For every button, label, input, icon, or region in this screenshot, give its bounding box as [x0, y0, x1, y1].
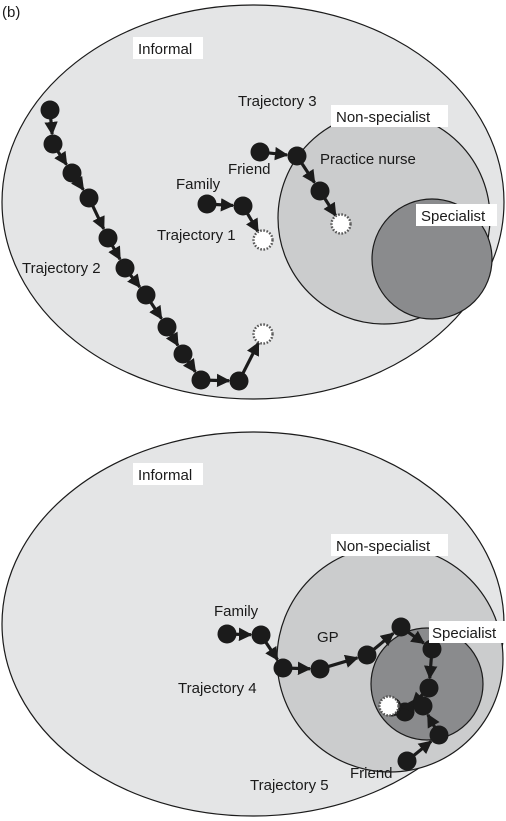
trajectory2-label: Trajectory 2 — [22, 260, 101, 277]
trajectory-node — [310, 181, 330, 201]
specialist-label-top: Specialist — [421, 208, 486, 225]
trajectory-arrow — [245, 212, 260, 233]
trajectory-node — [397, 751, 417, 771]
trajectory-node — [157, 317, 177, 337]
trajectory-arrow — [182, 358, 197, 373]
family-label-top: Family — [176, 176, 221, 193]
trajectory-arrow — [215, 198, 235, 212]
informal-label-box-bottom — [133, 463, 203, 485]
friend-label-bottom: Friend — [350, 765, 393, 782]
trajectory-node — [136, 285, 156, 305]
trajectory-2 — [40, 100, 274, 391]
trajectory-arrow — [264, 641, 279, 661]
trajectory-endpoint — [252, 229, 274, 251]
trajectory-node — [357, 645, 377, 665]
nonspecialist-label-box-bottom — [331, 534, 448, 556]
trajectory4-label: Trajectory 4 — [178, 680, 257, 697]
trajectory-node — [98, 228, 118, 248]
trajectory-arrow — [327, 654, 359, 669]
trajectory-arrow — [91, 204, 106, 231]
trajectory-node — [273, 658, 293, 678]
nonspecialist-label-box-top — [331, 105, 448, 127]
specialist-region-top — [371, 198, 493, 320]
trajectory-3 — [250, 142, 352, 235]
top-panel — [1, 4, 505, 400]
trajectory-endpoint — [252, 323, 274, 345]
bottom-trajectories — [217, 617, 449, 771]
bottom-panel — [1, 431, 505, 817]
informal-label-bottom: Informal — [138, 467, 192, 484]
family-label-bottom: Family — [214, 603, 259, 620]
trajectory-node — [429, 725, 449, 745]
trajectory-node — [419, 678, 439, 698]
trajectory-arrow — [241, 341, 260, 375]
top-trajectories — [40, 100, 352, 391]
trajectory-node — [43, 134, 63, 154]
trajectory-node — [115, 258, 135, 278]
trajectory-node — [40, 100, 60, 120]
trajectory-arrow — [323, 197, 337, 217]
trajectory-arrow — [44, 118, 58, 136]
trajectory-arrow — [300, 162, 316, 184]
trajectory-arrow — [108, 244, 122, 261]
trajectory-node — [310, 659, 330, 679]
nonspecialist-label-bottom: Non-specialist — [336, 538, 431, 555]
trajectory-node — [79, 188, 99, 208]
specialist-label-box-bottom — [429, 621, 506, 643]
nonspecialist-label-top: Non-specialist — [336, 109, 431, 126]
trajectory-arrow — [407, 630, 425, 645]
trajectory-endpoint — [330, 213, 352, 235]
trajectory-node — [287, 146, 307, 166]
trajectory-node — [229, 371, 249, 391]
trajectory-arrow — [149, 301, 163, 320]
trajectory-node — [413, 696, 433, 716]
trajectory-arrow — [127, 273, 142, 289]
trajectory-node — [251, 625, 271, 645]
trajectory-node — [422, 639, 442, 659]
specialist-label-box-top — [416, 204, 497, 226]
gp-label: GP — [317, 629, 339, 646]
trajectory-arrow — [54, 150, 68, 166]
trajectory3-label: Trajectory 3 — [238, 93, 317, 110]
informal-label-top: Informal — [138, 41, 192, 58]
trajectory-node — [217, 624, 237, 644]
trajectory-node — [250, 142, 270, 162]
informal-label-box-top — [133, 37, 203, 59]
trajectory-arrow — [423, 657, 438, 680]
trajectory-1 — [197, 194, 274, 251]
trajectory-arrow — [165, 331, 180, 347]
trajectory-node — [173, 344, 193, 364]
trajectory-arrow — [71, 175, 85, 191]
trajectory-arrow — [426, 713, 440, 729]
trajectory-node — [197, 194, 217, 214]
trajectory-arrow — [412, 740, 433, 757]
trajectory-arrow — [209, 373, 231, 388]
trajectory5-label: Trajectory 5 — [250, 777, 329, 794]
trajectory-arrow — [291, 661, 312, 676]
panel-label: (b) — [2, 4, 20, 21]
trajectory-arrow — [372, 632, 395, 651]
trajectory1-label: Trajectory 1 — [157, 227, 236, 244]
trajectory-node — [391, 617, 411, 637]
practice-nurse-label: Practice nurse — [320, 151, 416, 168]
trajectory-node — [62, 163, 82, 183]
specialist-label-bottom: Specialist — [432, 625, 497, 642]
shared-endpoint — [378, 695, 400, 717]
trajectory-node — [191, 370, 211, 390]
trajectory-node — [233, 196, 253, 216]
trajectory-arrow — [268, 146, 289, 161]
friend-label-top: Friend — [228, 161, 271, 178]
